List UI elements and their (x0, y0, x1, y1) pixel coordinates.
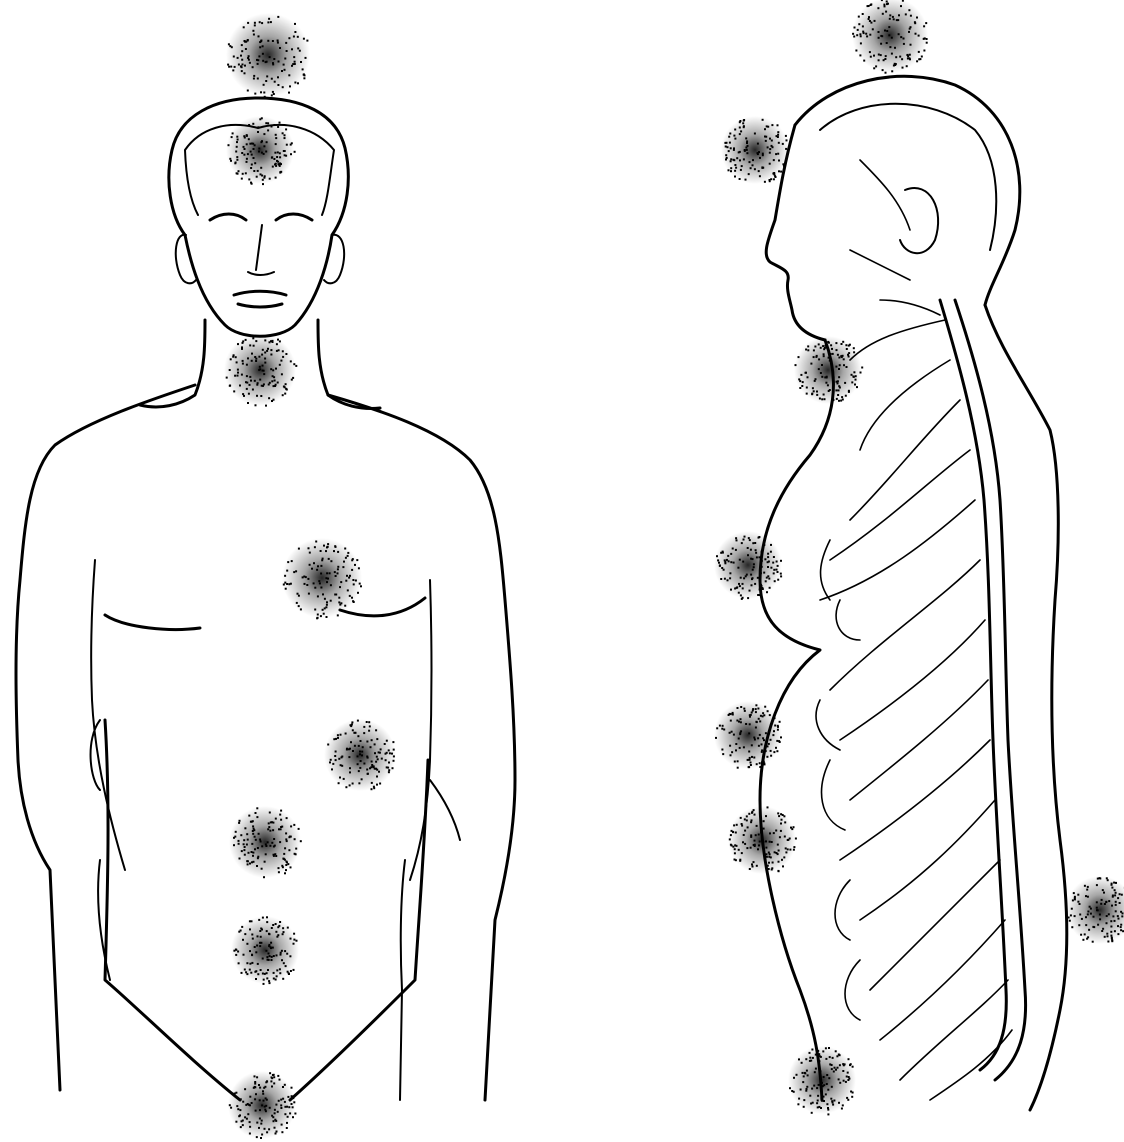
side-figure (760, 76, 1067, 1110)
side-back-center (1066, 876, 1124, 944)
front-right-eye (276, 214, 312, 220)
side-brow-center (721, 116, 789, 184)
side-sacral-center (728, 806, 796, 874)
front-right-arm-inner (400, 580, 460, 1100)
front-nose (248, 225, 274, 275)
side-hair-inner (820, 104, 996, 250)
front-centers (224, 13, 396, 1139)
front-waist-right (290, 760, 428, 1100)
front-left-eye (210, 214, 246, 220)
front-crown-center (226, 13, 310, 97)
side-centers (714, 0, 1124, 1115)
side-heart-center (714, 531, 782, 599)
side-throat-center (794, 336, 862, 404)
side-solar-plexus-center (714, 701, 782, 769)
side-nerves (816, 160, 1012, 1100)
side-spine (940, 300, 1026, 1080)
front-waist-left (105, 720, 240, 1100)
side-head-outline (795, 76, 1020, 305)
front-mouth (234, 291, 286, 307)
front-chest-line (105, 598, 425, 629)
